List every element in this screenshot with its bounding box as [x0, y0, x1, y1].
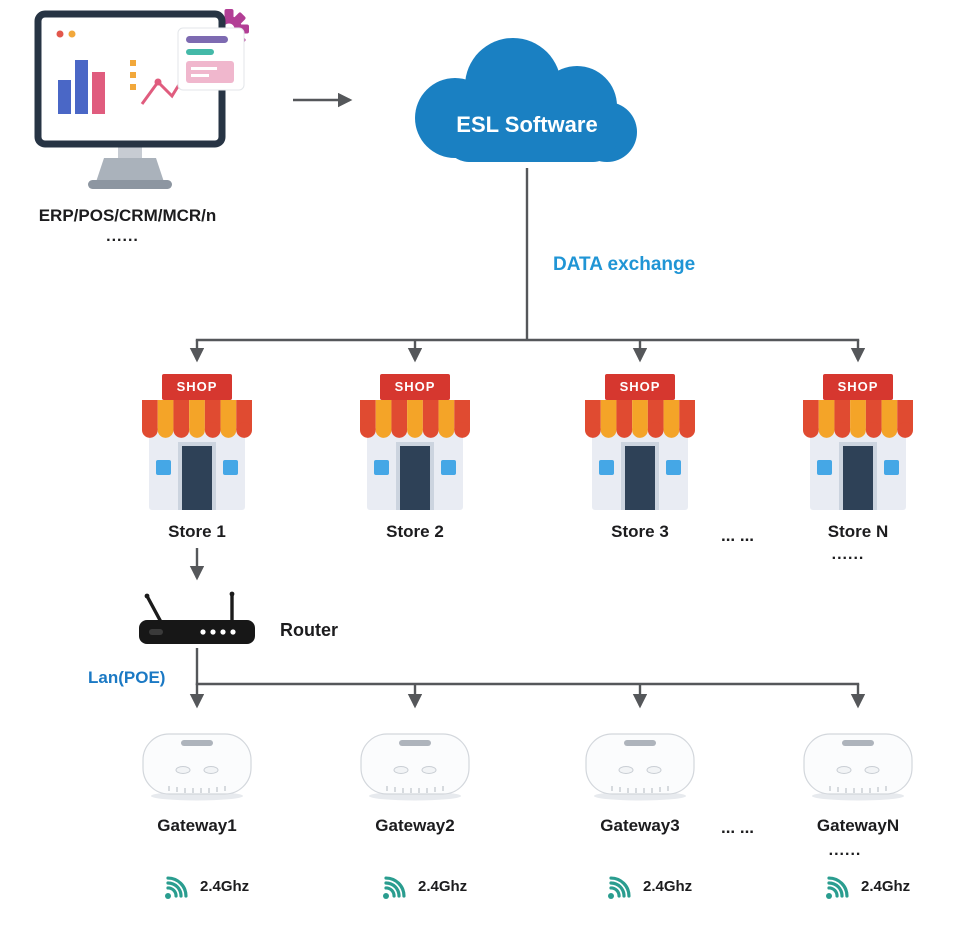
- erp-system-illustration: [30, 2, 260, 207]
- cloud-icon: [415, 38, 637, 162]
- gateway-n-icon: [798, 730, 918, 807]
- shop-sign-text: SHOP: [838, 379, 879, 394]
- gateway-n-label: GatewayN: [816, 816, 900, 835]
- wifi-icon: [383, 876, 406, 899]
- bar-chart-icon: [58, 60, 136, 114]
- cloud-label: ESL Software: [456, 112, 597, 137]
- erp-label: ERP/POS/CRM/MCR/n: [38, 206, 217, 225]
- router-icon: [137, 590, 257, 659]
- gateway-1-label: Gateway1: [157, 816, 237, 835]
- lan-poe-label: Lan(POE): [88, 668, 166, 687]
- wifi-row-2: 2.4Ghz: [370, 866, 467, 906]
- wifi-icon: [165, 876, 188, 899]
- data-exchange-label: DATA exchange: [553, 254, 696, 275]
- awning-icon: [360, 400, 471, 438]
- awning-icon: [142, 400, 253, 438]
- gateways-ellipsis: ... ...: [720, 818, 755, 837]
- gateway-2-icon: [355, 730, 475, 807]
- gateway-1-icon: [137, 730, 257, 807]
- report-panel-icon: [177, 27, 245, 91]
- shop-sign-text: SHOP: [395, 379, 436, 394]
- store-1-icon: SHOP: [142, 374, 253, 519]
- awning-icon: [803, 400, 914, 438]
- shop-sign-text: SHOP: [620, 379, 661, 394]
- shop-sign-text: SHOP: [177, 379, 218, 394]
- wifi-frequency-label: 2.4Ghz: [418, 877, 468, 895]
- stores-ellipsis: ... ...: [720, 526, 755, 545]
- wifi-frequency-label: 2.4Ghz: [643, 877, 693, 895]
- erp-ellipsis: ......: [106, 228, 139, 245]
- gateway-n-ellipsis: ......: [828, 842, 862, 859]
- store-3-icon: SHOP: [585, 374, 696, 519]
- wifi-row-1: 2.4Ghz: [152, 866, 249, 906]
- monitor-icon: [34, 10, 226, 148]
- gateway-3-label: Gateway3: [600, 816, 680, 835]
- wifi-frequency-label: 2.4Ghz: [200, 877, 250, 895]
- wifi-icon: [826, 876, 849, 899]
- store-n-label: Store N: [827, 522, 889, 541]
- gateway-3-icon: [580, 730, 700, 807]
- store-n-icon: SHOP: [803, 374, 914, 519]
- store-2-label: Store 2: [386, 522, 444, 541]
- wifi-row-4: 2.4Ghz: [813, 866, 910, 906]
- monitor-stand: [88, 142, 172, 189]
- wifi-frequency-label: 2.4Ghz: [861, 877, 911, 895]
- store-3-label: Store 3: [611, 522, 669, 541]
- router-label: Router: [280, 620, 338, 640]
- awning-icon: [585, 400, 696, 438]
- esl-software-cloud: ESL Software: [405, 28, 645, 183]
- wifi-icon: [608, 876, 631, 899]
- gateway-2-label: Gateway2: [375, 816, 455, 835]
- store-n-ellipsis: ......: [831, 546, 865, 563]
- store-2-icon: SHOP: [360, 374, 471, 519]
- wifi-row-3: 2.4Ghz: [595, 866, 692, 906]
- store-1-label: Store 1: [168, 522, 226, 541]
